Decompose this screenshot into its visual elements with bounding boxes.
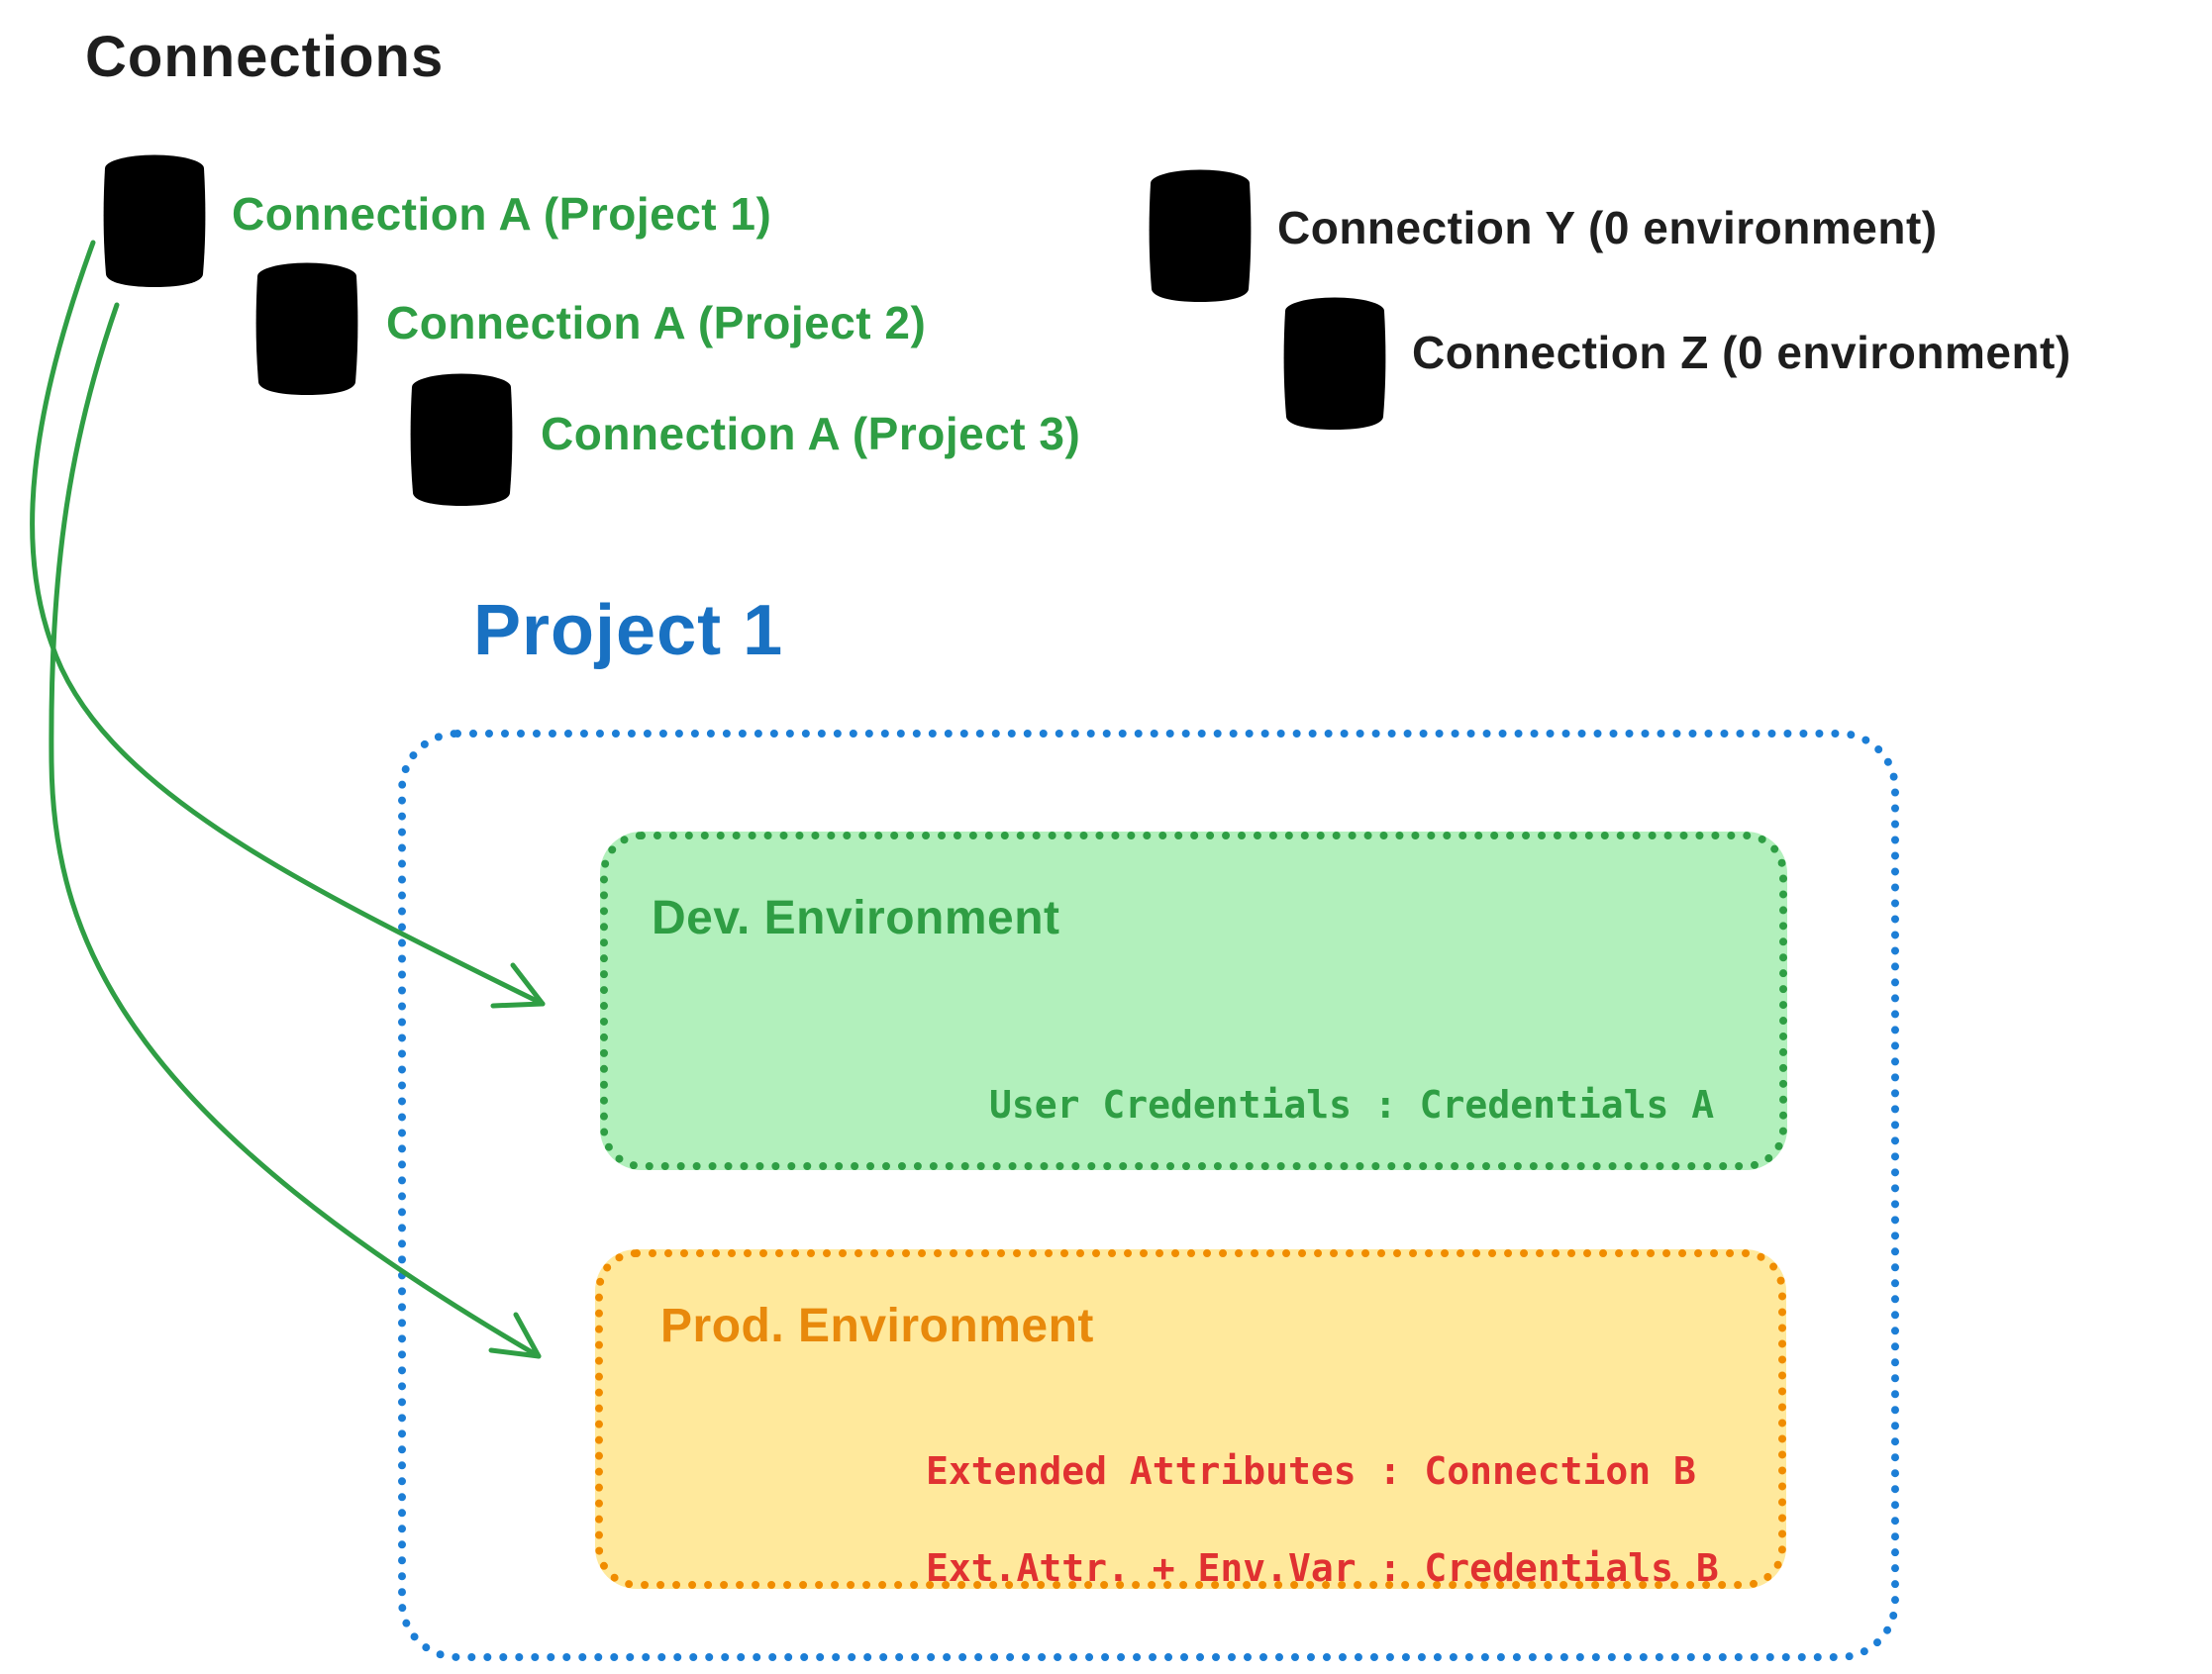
prod-mapping-line-1: Extended Attributes : Connection B [926,1449,1696,1493]
prod-environment-title: Prod. Environment [660,1300,1094,1352]
database-icon [406,370,517,509]
dev-environment-title: Dev. Environment [652,892,1060,944]
dev-credentials-mapping: User Credentials : Credentials A [989,1083,1715,1127]
project-1-title: Project 1 [473,591,784,670]
dev-environment-box: Dev. Environment User Credentials : Cred… [600,832,1787,1170]
prod-environment-box: Prod. Environment Extended Attributes : … [595,1249,1786,1590]
connection-a-project-2-label: Connection A (Project 2) [386,297,927,348]
database-icon [99,151,210,290]
diagram-title: Connections [85,25,445,89]
database-icon [1279,294,1390,433]
prod-mapping-line-2: Ext.Attr. + Env.Var : Credentials B [926,1546,1719,1590]
connection-a-project-1-label: Connection A (Project 1) [232,188,772,240]
database-icon [1145,166,1256,305]
database-icon [251,259,362,398]
connection-y-label: Connection Y (0 environment) [1277,202,1938,253]
connection-z-label: Connection Z (0 environment) [1412,327,2071,378]
prod-credentials-mapping: Extended Attributes : Connection B Ext.A… [926,1447,1719,1593]
connection-a-project-3-label: Connection A (Project 3) [541,408,1081,459]
